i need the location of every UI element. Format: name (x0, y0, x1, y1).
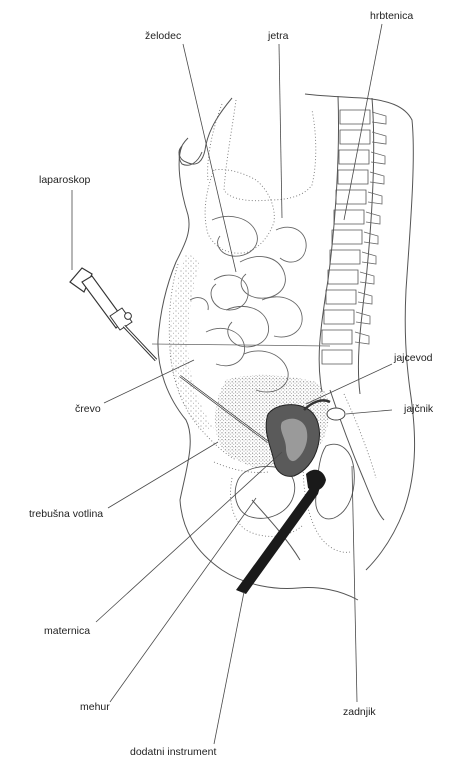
label-jetra: jetra (267, 30, 289, 42)
leader-mehur (110, 498, 256, 702)
label-laparoskop: laparoskop (39, 174, 91, 186)
label-jajcevod: jajcevod (393, 352, 433, 364)
leader-trebusna-votlina (108, 442, 218, 508)
intestine-loops (190, 216, 306, 392)
leader-dodatni-instrument (214, 592, 244, 744)
leader-jetra (279, 44, 282, 218)
label-zadnjik: zadnjik (343, 706, 376, 718)
ovary (327, 408, 345, 420)
label-trebusna-votlina: trebušna votlina (29, 508, 103, 520)
leader-zeludec (183, 44, 236, 272)
label-crevo: črevo (75, 403, 101, 415)
label-dodatni-instrument: dodatni instrument (130, 746, 216, 758)
leader-jajcnik (346, 410, 392, 414)
leader-maternica (96, 452, 282, 622)
label-maternica: maternica (44, 625, 90, 637)
liver-outline (224, 100, 316, 201)
breast-outline (179, 138, 202, 165)
label-jajcnik: jajčnik (403, 403, 434, 415)
label-mehur: mehur (80, 701, 110, 713)
abdominal-wall (170, 252, 214, 430)
label-zeludec: želodec (145, 30, 181, 42)
label-hrbtenica: hrbtenica (370, 10, 413, 22)
leader-hrbtenica (344, 24, 382, 220)
leader-jajcevod (306, 364, 392, 404)
leader-zadnjik (352, 466, 357, 702)
